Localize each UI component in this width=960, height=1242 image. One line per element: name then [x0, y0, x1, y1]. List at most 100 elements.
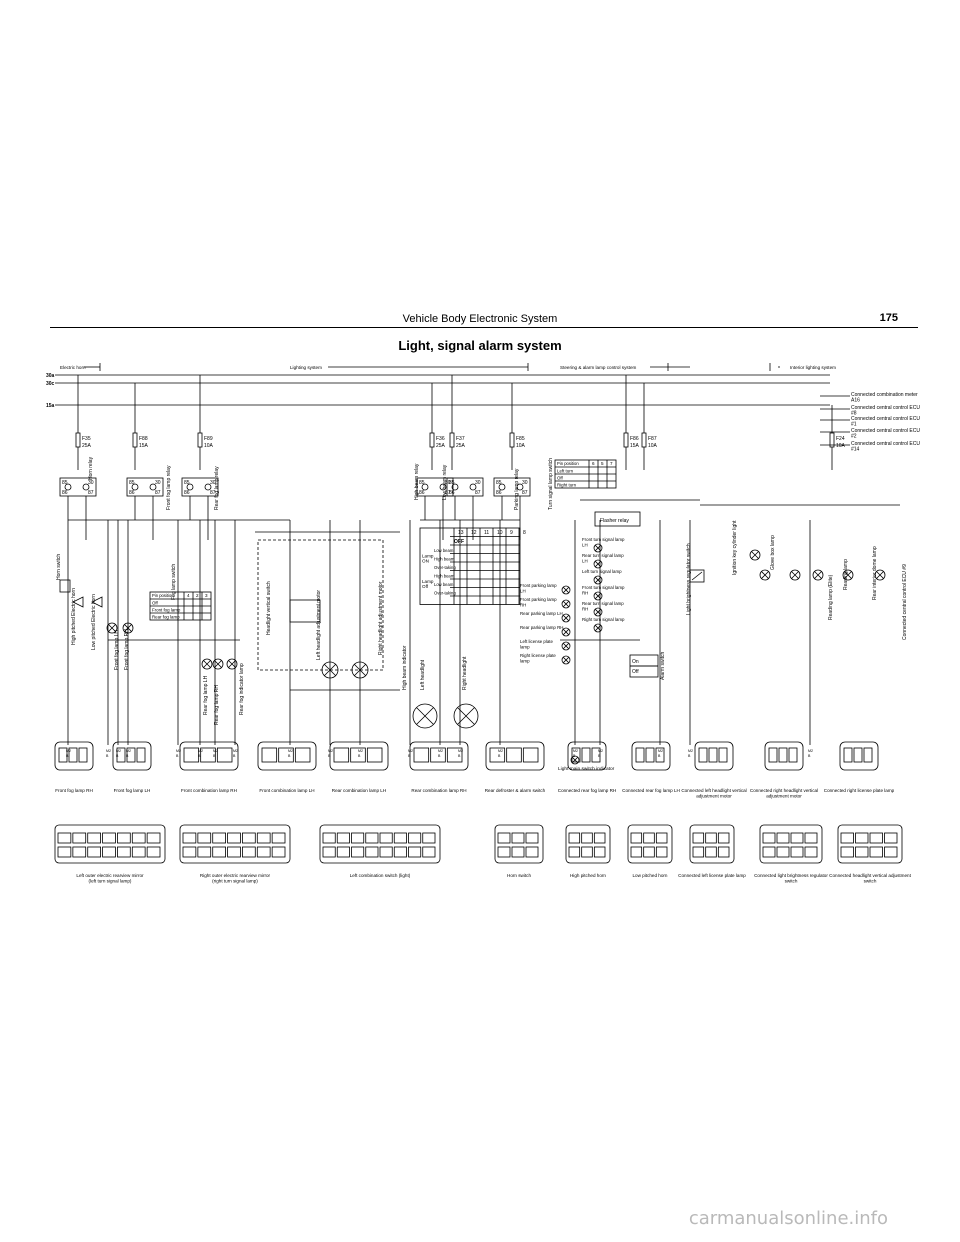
connector-pin — [365, 832, 379, 844]
relay-contact — [451, 483, 459, 491]
label: B — [213, 754, 216, 758]
connector-label: Rear defroster & alarm switch — [485, 788, 546, 793]
connector-pin — [146, 832, 161, 844]
label: 87 — [210, 490, 216, 496]
label: 30 — [522, 480, 528, 486]
connector-label: switch — [864, 879, 877, 884]
label: M2 — [233, 749, 238, 753]
connector — [485, 741, 545, 771]
wire — [203, 660, 211, 668]
label: Off — [557, 476, 564, 481]
connector-pin — [131, 846, 146, 858]
connector-pin — [336, 832, 350, 844]
label: 87 — [155, 490, 161, 496]
vertical-adjust-switch — [289, 599, 321, 623]
connector-pin — [804, 832, 818, 844]
label: 85 — [496, 480, 502, 486]
connector-pin — [393, 832, 407, 844]
connector-label: High pitched horn — [570, 873, 606, 878]
connector-label: (left turn signal lamp) — [89, 879, 132, 884]
lamp-label: Rear turn signal lamp — [582, 601, 624, 606]
connector-pin — [72, 846, 87, 858]
wire — [791, 571, 799, 579]
label: B — [233, 754, 236, 758]
connector-pin — [57, 832, 72, 844]
connector-label: adjustment motor — [696, 794, 732, 799]
fuse-id: F36 — [436, 436, 445, 442]
connector — [179, 741, 239, 771]
connector-pin — [581, 747, 591, 763]
component-label: Left headlight — [420, 659, 426, 690]
lamp — [561, 655, 571, 665]
label: B — [688, 754, 691, 758]
connector-pin — [351, 832, 365, 844]
connector — [54, 824, 166, 864]
connection-label: Connected central control ECU — [851, 441, 920, 447]
component-label: Front fog lamp LH — [114, 630, 120, 670]
label: 30 — [155, 480, 161, 486]
label: 11 — [484, 530, 489, 536]
relay-contact — [498, 483, 506, 491]
label: 85 — [449, 480, 455, 486]
wire — [594, 576, 602, 584]
connector-pin — [336, 846, 350, 858]
fuse-rating: 10A — [516, 443, 526, 449]
component-label: Rear fog lamp LH — [203, 675, 209, 715]
fuse-id: F24 — [836, 436, 845, 442]
connector-label: Connected left license plate lamp — [678, 873, 746, 878]
rail-label: 30c — [46, 381, 55, 387]
connector-pin — [422, 846, 436, 858]
label: M2 — [328, 749, 333, 753]
connector-pin — [863, 747, 873, 763]
connector — [179, 824, 291, 864]
lamp — [842, 569, 854, 581]
lamp — [593, 559, 603, 569]
connector-pin — [379, 832, 393, 844]
lamp-label: Front turn signal lamp — [582, 537, 625, 542]
connector — [631, 741, 671, 771]
connector — [565, 824, 611, 864]
label: ON — [422, 559, 429, 564]
connector-pin — [853, 747, 863, 763]
label: 10 — [497, 530, 503, 536]
connector — [837, 824, 903, 864]
connector-pin — [705, 832, 717, 844]
component-label: High pitched Electric horn — [71, 588, 77, 645]
connection-label: Connected central control ECU — [851, 428, 920, 434]
label: B — [458, 754, 461, 758]
lamp-label: LH — [582, 559, 588, 564]
connector — [257, 741, 317, 771]
label: 86 — [419, 490, 425, 496]
connector-pin — [776, 832, 790, 844]
horn-icon — [91, 596, 103, 608]
component-label: Rear fog indicator lamp — [239, 663, 245, 715]
connector-pin — [655, 747, 665, 763]
main-switch-indicator — [570, 755, 580, 765]
connector-pin — [884, 846, 898, 858]
label: Pin position — [152, 593, 174, 598]
component-label: Connected central control ECU #9 — [902, 564, 908, 640]
connector-pin — [57, 846, 72, 858]
lamp — [749, 549, 761, 561]
connector — [764, 741, 804, 771]
wire — [691, 571, 703, 581]
connector — [329, 741, 389, 771]
label: 8 — [523, 530, 526, 536]
connector-pin — [698, 747, 708, 763]
connection-label: #14 — [851, 447, 860, 453]
connector — [409, 741, 469, 771]
connector-pin — [525, 832, 539, 844]
connector-pin — [116, 747, 126, 763]
wire — [416, 707, 434, 725]
connector-pin — [278, 747, 294, 763]
connector-pin — [197, 832, 212, 844]
lamp-label: RH — [582, 591, 588, 596]
connector-pin — [182, 832, 197, 844]
fuse-rating: 10A — [204, 443, 214, 449]
connector-pin — [87, 832, 101, 844]
system-label: Lighting system — [290, 365, 322, 370]
wire — [761, 571, 769, 579]
component-label: Rear interior dome lamp — [872, 546, 878, 600]
lamp-label: Right turn signal lamp — [582, 617, 625, 622]
component-label: High beam indicator — [402, 645, 408, 690]
